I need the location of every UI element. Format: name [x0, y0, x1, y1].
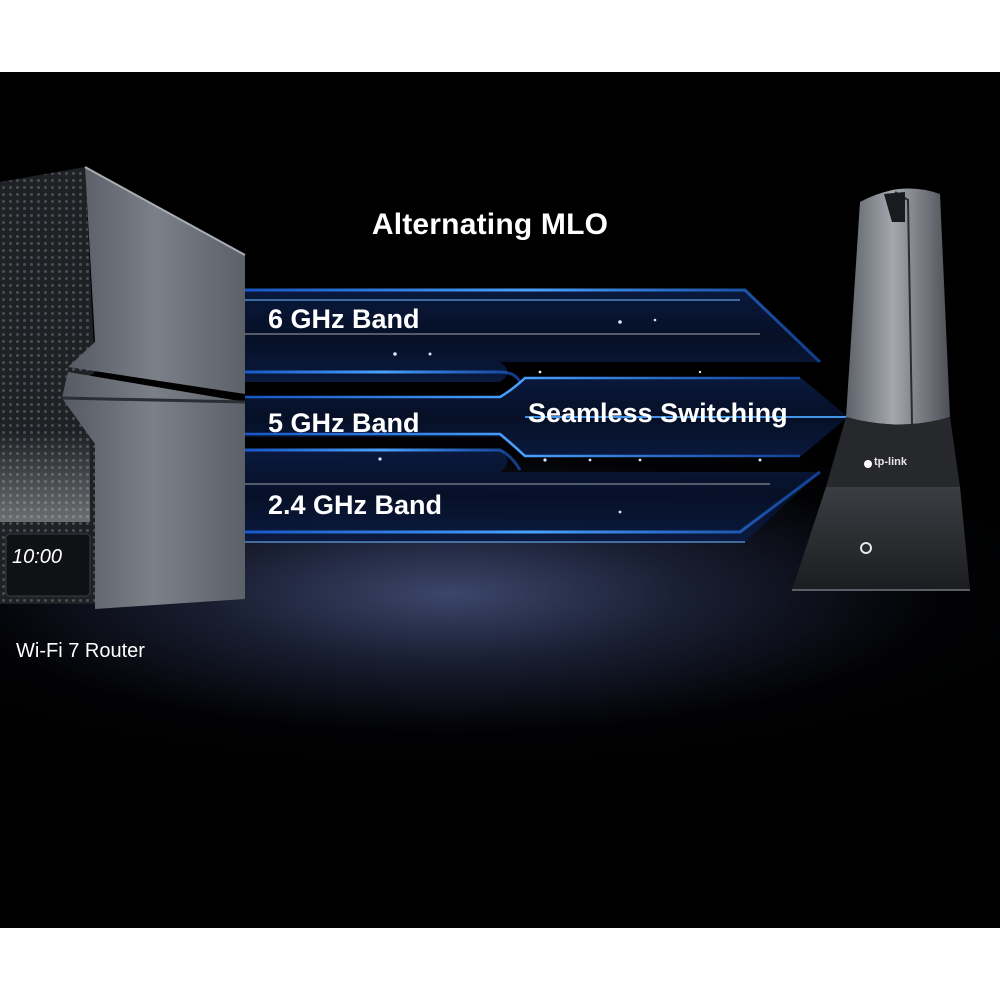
band-label-24ghz: 2.4 GHz Band [268, 490, 443, 520]
wifi7-router [0, 166, 246, 609]
tp-logo-icon [860, 542, 872, 554]
headline: Alternating MLO [371, 208, 609, 241]
router-display-time: 10:00 [12, 546, 63, 568]
band-label-6ghz: 6 GHz Band [268, 304, 420, 334]
band-label-5ghz: 5 GHz Band [268, 408, 420, 438]
band-streams [245, 288, 848, 543]
sparkles [378, 318, 762, 514]
brand-logo-text: tp-link [874, 456, 907, 468]
wifi7-adapter [792, 188, 970, 591]
seamless-switching-label: Seamless Switching [528, 398, 788, 428]
tp-link-logo-icon [864, 460, 872, 468]
band-6ghz-stream [245, 290, 820, 382]
band-24ghz-stream [245, 450, 820, 542]
router-caption: Wi-Fi 7 Router [16, 640, 145, 662]
mlo-banner: 10:00 tp-link Alternating MLO 6 GHz Band [0, 72, 1000, 928]
